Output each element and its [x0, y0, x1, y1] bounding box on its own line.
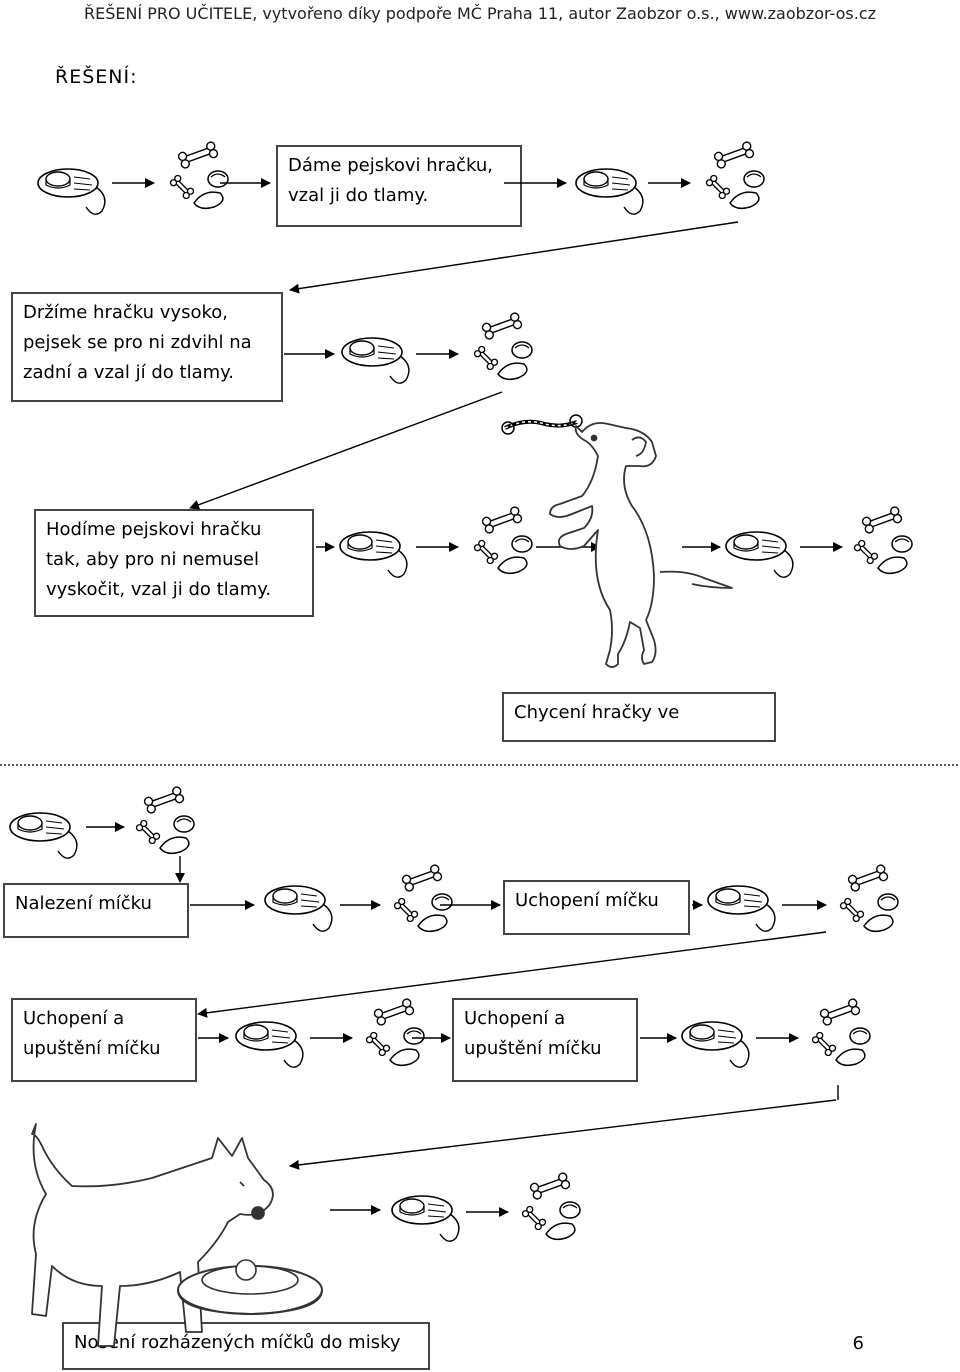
section-divider: [0, 764, 958, 766]
box-line: Dáme pejskovi hračku,: [288, 155, 494, 176]
clicker-icon: [575, 168, 644, 215]
box-line: Hodíme pejskovi hračku: [46, 519, 262, 540]
box-line: Držíme hračku vysoko,: [23, 302, 228, 323]
clicker-icon: [339, 531, 408, 579]
arrow: [289, 1099, 837, 1170]
treats-icon: [168, 140, 229, 210]
box-line: Chycení hračky ve: [514, 702, 680, 723]
treats-icon: [364, 997, 425, 1067]
box-line: pejsek se pro ni zdvihl na: [23, 332, 252, 353]
step-box-find-ball: Nalezení míčku: [3, 883, 189, 938]
box-line: Nalezení míčku: [15, 893, 152, 914]
arrow: [289, 221, 739, 294]
box-line: Uchopení a: [23, 1008, 125, 1029]
clicker-icon: [235, 1021, 304, 1068]
arrow: [189, 391, 503, 510]
treats-icon: [472, 311, 533, 381]
clicker-icon: [725, 531, 794, 579]
clicker-icon: [341, 337, 410, 385]
dog-with-bowl-illustration: [31, 1123, 274, 1347]
clicker-icon: [9, 812, 78, 860]
box-line: vzal ji do tlamy.: [288, 185, 429, 206]
box-line: Uchopení a: [464, 1008, 566, 1029]
box-line: tak, aby pro ni nemusel: [46, 549, 259, 570]
treats-icon: [838, 863, 899, 933]
treats-icon: [852, 505, 913, 575]
step-box-grab-ball: Uchopení míčku: [503, 880, 690, 935]
step-box-hold-high: Držíme hračku vysoko, pejsek se pro ni z…: [11, 292, 283, 402]
box-line: upuštění míčku: [23, 1038, 161, 1059]
jumping-dog-illustration: [549, 422, 733, 668]
treats-icon: [134, 785, 195, 855]
dog-bowl-icon: [177, 1259, 323, 1316]
rope-toy-icon: [501, 414, 583, 435]
treats-icon: [810, 997, 871, 1067]
step-box-throw-toy: Hodíme pejskovi hračku tak, aby pro ni n…: [34, 509, 314, 617]
clicker-icon: [264, 885, 333, 933]
box-line: upuštění míčku: [464, 1038, 602, 1059]
treats-icon: [392, 863, 453, 933]
page-title: ŘEŠENÍ:: [55, 66, 138, 88]
step-box-carry-balls: Nošení rozházených míčků do misky: [62, 1322, 430, 1370]
treats-icon: [520, 1171, 581, 1241]
treats-icon: [472, 505, 533, 575]
box-line: vyskočit, vzal ji do tlamy.: [46, 579, 272, 600]
box-line: zadní a vzal jí do tlamy.: [23, 362, 234, 383]
arrow: [197, 931, 827, 1018]
clicker-icon: [391, 1195, 460, 1242]
box-line: Nošení rozházených míčků do misky: [74, 1332, 401, 1353]
step-box-grab-drop-ball-1: Uchopení a upuštění míčku: [11, 998, 197, 1082]
step-box-give-toy: Dáme pejskovi hračku, vzal ji do tlamy.: [276, 145, 522, 227]
box-line: Uchopení míčku: [515, 890, 659, 911]
clicker-icon: [707, 885, 776, 933]
step-box-grab-drop-ball-2: Uchopení a upuštění míčku: [452, 998, 638, 1082]
treats-icon: [704, 140, 765, 210]
page-header: ŘEŠENÍ PRO UČITELE, vytvořeno díky podpo…: [83, 4, 877, 23]
clicker-icon: [37, 168, 106, 215]
clicker-icon: [681, 1021, 750, 1068]
step-box-catch-toy: Chycení hračky ve: [502, 692, 776, 742]
page-number: 6: [852, 1333, 864, 1354]
